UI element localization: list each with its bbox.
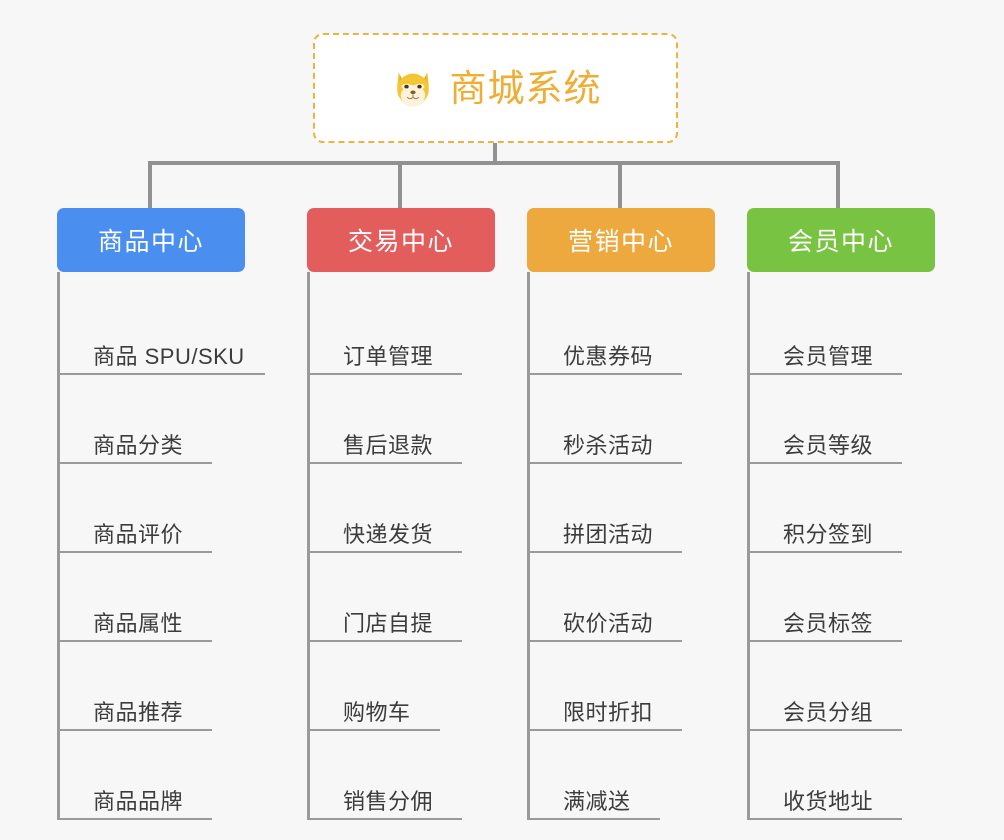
leaf-label: 售后退款: [343, 432, 434, 458]
leaf-label: 商品品牌: [93, 788, 184, 814]
list-item[interactable]: 门店自提: [310, 553, 527, 642]
leaf-underline: [750, 729, 902, 731]
shiba-dog-face-icon: [396, 72, 429, 107]
leaf-label: 会员标签: [783, 610, 874, 636]
leaf-label: 商品评价: [93, 521, 184, 547]
leaf-underline: [310, 462, 462, 464]
list-item[interactable]: 商品评价: [60, 464, 307, 553]
leaf-list-marketing-center: 优惠券码 秒杀活动 拼团活动 砍价活动 限时折扣 满减送: [527, 272, 747, 820]
leaf-label: 优惠券码: [563, 343, 654, 369]
leaf-label: 商品推荐: [93, 699, 184, 725]
branch-product-center: 商品中心 商品 SPU/SKU 商品分类 商品评价 商品属性 商品推荐: [57, 208, 307, 820]
leaf-label: 会员分组: [783, 699, 874, 725]
leaf-label: 会员管理: [783, 343, 874, 369]
connector-drop-trade-center: [398, 161, 402, 209]
leaf-list-member-center: 会员管理 会员等级 积分签到 会员标签 会员分组 收货地址: [747, 272, 967, 820]
leaf-label: 门店自提: [343, 610, 434, 636]
leaf-underline: [530, 818, 660, 820]
list-item[interactable]: 会员等级: [750, 375, 967, 464]
list-item[interactable]: 满减送: [530, 731, 747, 820]
list-item[interactable]: 订单管理: [310, 286, 527, 375]
leaf-underline: [310, 373, 462, 375]
list-item[interactable]: 商品分类: [60, 375, 307, 464]
connector-horizontal-bus: [148, 161, 840, 165]
leaf-label: 秒杀活动: [563, 432, 654, 458]
leaf-underline: [750, 373, 902, 375]
category-node-label: 交易中心: [347, 228, 454, 256]
leaf-underline: [750, 462, 902, 464]
list-item[interactable]: 销售分佣: [310, 731, 527, 820]
leaf-underline: [60, 729, 212, 731]
category-node-member-center[interactable]: 会员中心: [747, 208, 935, 272]
list-item[interactable]: 商品推荐: [60, 642, 307, 731]
list-item[interactable]: 商品 SPU/SKU: [60, 286, 307, 375]
list-item[interactable]: 会员分组: [750, 642, 967, 731]
leaf-underline: [310, 551, 462, 553]
leaf-list-trade-center: 订单管理 售后退款 快递发货 门店自提 购物车 销售分佣: [307, 272, 527, 820]
category-node-label: 商品中心: [97, 228, 204, 256]
leaf-label: 商品分类: [93, 432, 184, 458]
root-node-title: 商城系统: [449, 67, 602, 109]
root-node-shop-system[interactable]: 商城系统: [313, 33, 678, 143]
leaf-underline: [530, 373, 682, 375]
list-item[interactable]: 秒杀活动: [530, 375, 747, 464]
list-item[interactable]: 会员标签: [750, 553, 967, 642]
leaf-list-product-center: 商品 SPU/SKU 商品分类 商品评价 商品属性 商品推荐 商品品牌: [57, 272, 307, 820]
list-item[interactable]: 商品品牌: [60, 731, 307, 820]
leaf-label: 收货地址: [783, 788, 874, 814]
leaf-underline: [750, 640, 902, 642]
leaf-label: 商品 SPU/SKU: [93, 343, 245, 369]
list-item[interactable]: 砍价活动: [530, 553, 747, 642]
leaf-underline: [750, 551, 902, 553]
category-node-trade-center[interactable]: 交易中心: [307, 208, 495, 272]
leaf-label: 积分签到: [783, 521, 874, 547]
leaf-underline: [530, 640, 682, 642]
list-item[interactable]: 限时折扣: [530, 642, 747, 731]
leaf-label: 满减送: [563, 788, 631, 814]
list-item[interactable]: 购物车: [310, 642, 527, 731]
leaf-label: 限时折扣: [563, 699, 654, 725]
list-item[interactable]: 收货地址: [750, 731, 967, 820]
leaf-label: 会员等级: [783, 432, 874, 458]
list-item[interactable]: 快递发货: [310, 464, 527, 553]
category-node-label: 会员中心: [787, 228, 894, 256]
list-item[interactable]: 优惠券码: [530, 286, 747, 375]
leaf-underline: [530, 729, 682, 731]
list-item[interactable]: 拼团活动: [530, 464, 747, 553]
connector-drop-member-center: [836, 161, 840, 209]
list-item[interactable]: 售后退款: [310, 375, 527, 464]
leaf-label: 快递发货: [343, 521, 434, 547]
leaf-label: 购物车: [343, 699, 411, 725]
connector-drop-product-center: [148, 161, 152, 209]
leaf-underline: [310, 818, 462, 820]
leaf-label: 商品属性: [93, 610, 184, 636]
category-node-product-center[interactable]: 商品中心: [57, 208, 245, 272]
list-item[interactable]: 会员管理: [750, 286, 967, 375]
leaf-underline: [310, 640, 462, 642]
leaf-underline: [530, 462, 682, 464]
branch-trade-center: 交易中心 订单管理 售后退款 快递发货 门店自提 购物车: [307, 208, 527, 820]
leaf-label: 订单管理: [343, 343, 434, 369]
leaf-underline: [750, 818, 902, 820]
leaf-underline: [60, 373, 265, 375]
leaf-label: 拼团活动: [563, 521, 654, 547]
leaf-label: 销售分佣: [343, 788, 434, 814]
leaf-underline: [60, 640, 212, 642]
category-node-label: 营销中心: [567, 228, 674, 256]
connector-drop-marketing-center: [618, 161, 622, 209]
leaf-underline: [60, 818, 212, 820]
category-node-marketing-center[interactable]: 营销中心: [527, 208, 715, 272]
leaf-underline: [60, 551, 212, 553]
leaf-underline: [530, 551, 682, 553]
connector-root-stem: [493, 143, 497, 165]
list-item[interactable]: 商品属性: [60, 553, 307, 642]
leaf-underline: [60, 462, 212, 464]
list-item[interactable]: 积分签到: [750, 464, 967, 553]
branch-marketing-center: 营销中心 优惠券码 秒杀活动 拼团活动 砍价活动 限时折扣: [527, 208, 747, 820]
branch-member-center: 会员中心 会员管理 会员等级 积分签到 会员标签 会员分组: [747, 208, 967, 820]
leaf-underline: [310, 729, 440, 731]
leaf-label: 砍价活动: [563, 610, 654, 636]
